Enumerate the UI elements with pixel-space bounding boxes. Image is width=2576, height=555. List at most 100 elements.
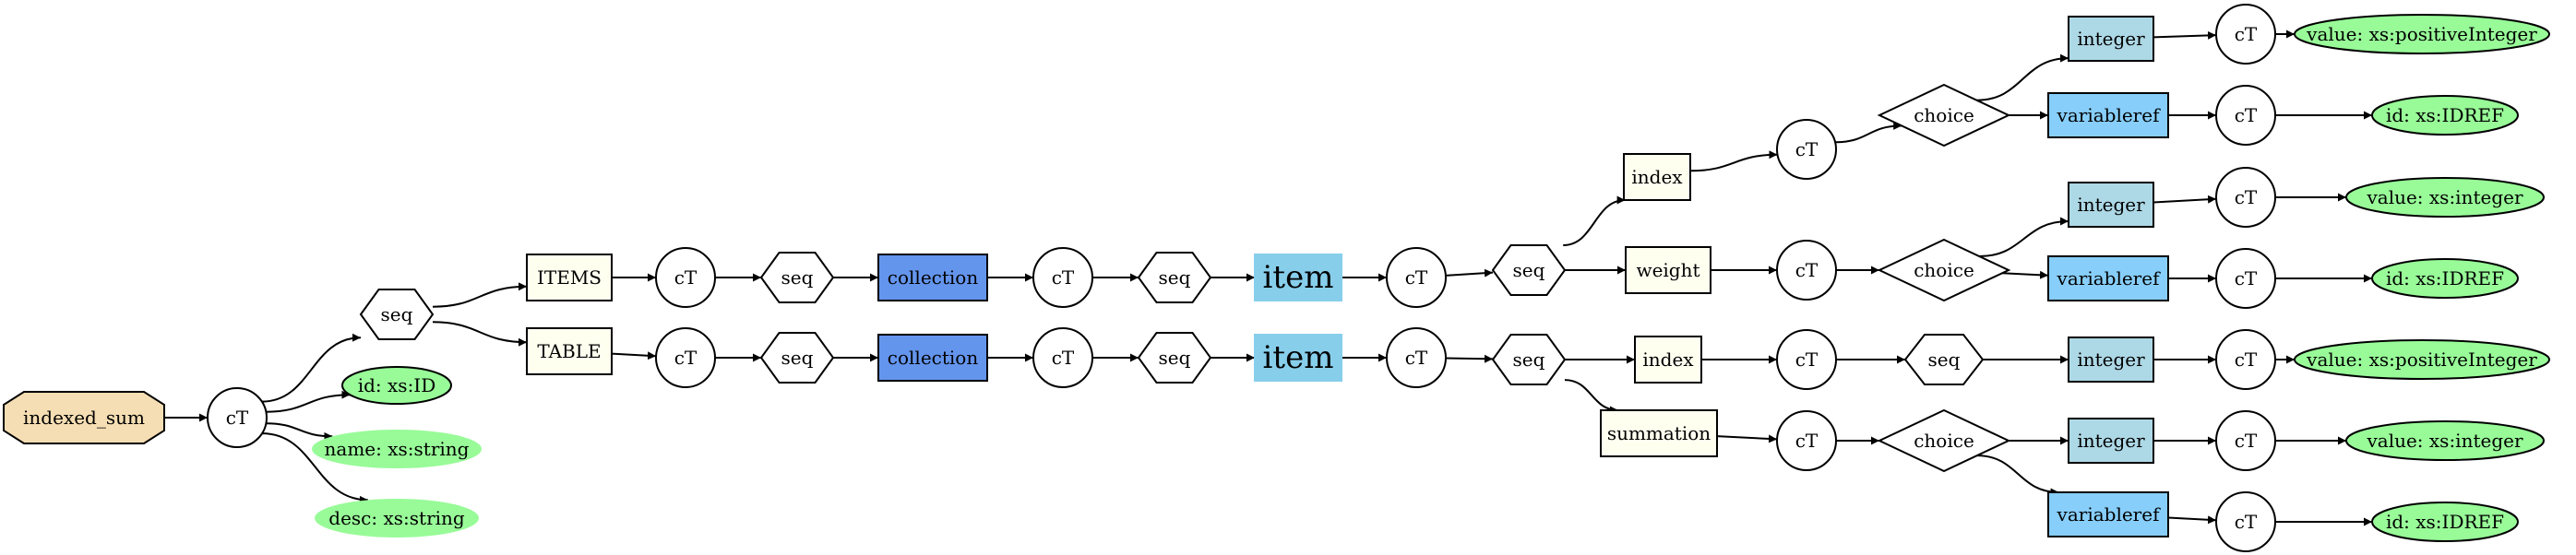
node-shape — [1491, 334, 1567, 385]
node-label: id: xs:IDREF — [2386, 267, 2504, 289]
node-shape — [2215, 248, 2276, 309]
node-label: cT — [1795, 430, 1819, 452]
node-ct-int-index1: cT — [2215, 4, 2276, 65]
node-label: seq — [1159, 347, 1191, 369]
node-label: seq — [781, 266, 814, 289]
node-int-index2: integer — [2068, 337, 2154, 383]
node-shape — [1491, 244, 1567, 296]
edge-choice_sum-to-var_sum — [1976, 455, 2059, 497]
node-shape — [2345, 420, 2545, 461]
node-label: integer — [2077, 348, 2145, 371]
node-label: cT — [674, 266, 698, 289]
node-label: variableref — [2057, 104, 2162, 126]
node-shape — [2215, 4, 2276, 65]
edge-choice_weight-to-int_weight — [1979, 217, 2069, 257]
edge-ct_item_table-to-seq_item_table — [1445, 354, 1494, 363]
node-label: value: xs:positiveInteger — [2306, 348, 2537, 371]
node-id-var-index1: id: xs:IDREF — [2371, 95, 2519, 136]
node-label: weight — [1636, 259, 1699, 281]
node-val-int-weight: value: xs:integer — [2345, 177, 2545, 218]
node-seq-coll-items: seq — [1137, 252, 1212, 303]
node-shape — [2068, 16, 2154, 62]
node-shape — [1254, 254, 1342, 301]
node-label: id: xs:IDREF — [2386, 104, 2504, 126]
node-choice-sum: choice — [1877, 408, 2011, 473]
node-shape — [359, 289, 435, 340]
node-val-int-index1: value: xs:positiveInteger — [2294, 14, 2550, 54]
node-val-int-index2: value: xs:positiveInteger — [2294, 339, 2550, 380]
edges-layer — [164, 30, 2372, 526]
node-label: summation — [1607, 422, 1711, 444]
node-items: ITEMS — [526, 254, 613, 301]
node-shape — [1776, 240, 1837, 301]
node-ct-var-sum: cT — [2215, 491, 2276, 552]
node-label: seq — [781, 347, 814, 369]
edge-ct_index1-to-choice_index1 — [1835, 121, 1902, 144]
node-var-index1: variableref — [2047, 92, 2169, 138]
node-shape — [2294, 339, 2550, 380]
node-shape — [1032, 327, 1093, 388]
edge-ct0-to-attr_desc — [262, 432, 368, 504]
node-label: desc: xs:string — [328, 507, 465, 529]
node-coll-items: collection — [877, 254, 988, 301]
node-shape — [526, 327, 613, 375]
edge-seq_item_items-to-index1 — [1563, 195, 1626, 246]
edge-summation-to-ct_sum — [1716, 434, 1778, 443]
node-weight: weight — [1625, 246, 1711, 294]
edge-ct0-to-attr_name — [266, 422, 333, 441]
node-seq0: seq — [359, 289, 435, 340]
node-attr-desc: desc: xs:string — [315, 499, 479, 537]
node-root: indexed_sum — [3, 391, 165, 444]
node-shape — [1625, 246, 1711, 294]
node-ct-var-weight: cT — [2215, 248, 2276, 309]
node-shape — [877, 254, 988, 301]
node-summation: summation — [1600, 409, 1718, 457]
node-shape — [1776, 410, 1837, 471]
node-seq-items: seq — [759, 252, 835, 303]
edge-choice_index1-to-int_index1 — [1976, 53, 2069, 101]
node-var-weight: variableref — [2047, 255, 2169, 301]
node-shape — [526, 254, 613, 301]
node-shape — [341, 366, 452, 405]
node-index2: index — [1634, 336, 1702, 384]
node-int-index1: integer — [2068, 16, 2154, 62]
node-label: collection — [888, 347, 979, 369]
node-label: value: xs:integer — [2366, 430, 2523, 452]
node-ct-int-sum: cT — [2215, 410, 2276, 471]
node-label: cT — [1795, 259, 1819, 281]
node-shape — [2047, 92, 2169, 138]
node-shape — [759, 252, 835, 303]
node-label: collection — [888, 266, 979, 289]
edge-int_weight-to-ct_int_weight — [2153, 195, 2217, 204]
node-shape — [2371, 502, 2519, 542]
node-seq-index2: seq — [1903, 334, 1985, 385]
node-shape — [655, 247, 716, 308]
node-ct-int-index2: cT — [2215, 329, 2276, 390]
edge-ct0-to-attr_id — [266, 390, 351, 413]
edge-choice_weight-to-var_weight — [2002, 270, 2049, 279]
node-shape — [2068, 418, 2154, 464]
node-shape — [1776, 119, 1837, 180]
node-ct-items: cT — [655, 247, 716, 308]
node-label: cT — [1795, 138, 1819, 160]
node-ct-weight: cT — [1776, 240, 1837, 301]
node-label: value: xs:integer — [2366, 186, 2523, 208]
node-shape — [2047, 255, 2169, 301]
node-ct0: cT — [207, 387, 268, 448]
node-shape — [1032, 247, 1093, 308]
node-label: integer — [2077, 194, 2145, 216]
node-label: item — [1263, 259, 1334, 296]
node-label: ITEMS — [537, 266, 602, 289]
node-shape — [2068, 337, 2154, 383]
node-shape — [1254, 334, 1342, 382]
node-label: variableref — [2057, 267, 2162, 289]
node-seq-table: seq — [759, 332, 835, 384]
node-label: seq — [381, 303, 413, 325]
node-shape — [1877, 408, 2011, 473]
node-label: variableref — [2057, 503, 2162, 525]
node-id-var-sum: id: xs:IDREF — [2371, 502, 2519, 542]
node-label: cT — [226, 407, 249, 429]
node-label: cT — [2235, 430, 2258, 452]
edge-var_sum-to-ct_var_sum — [2167, 515, 2217, 525]
node-shape — [2215, 410, 2276, 471]
